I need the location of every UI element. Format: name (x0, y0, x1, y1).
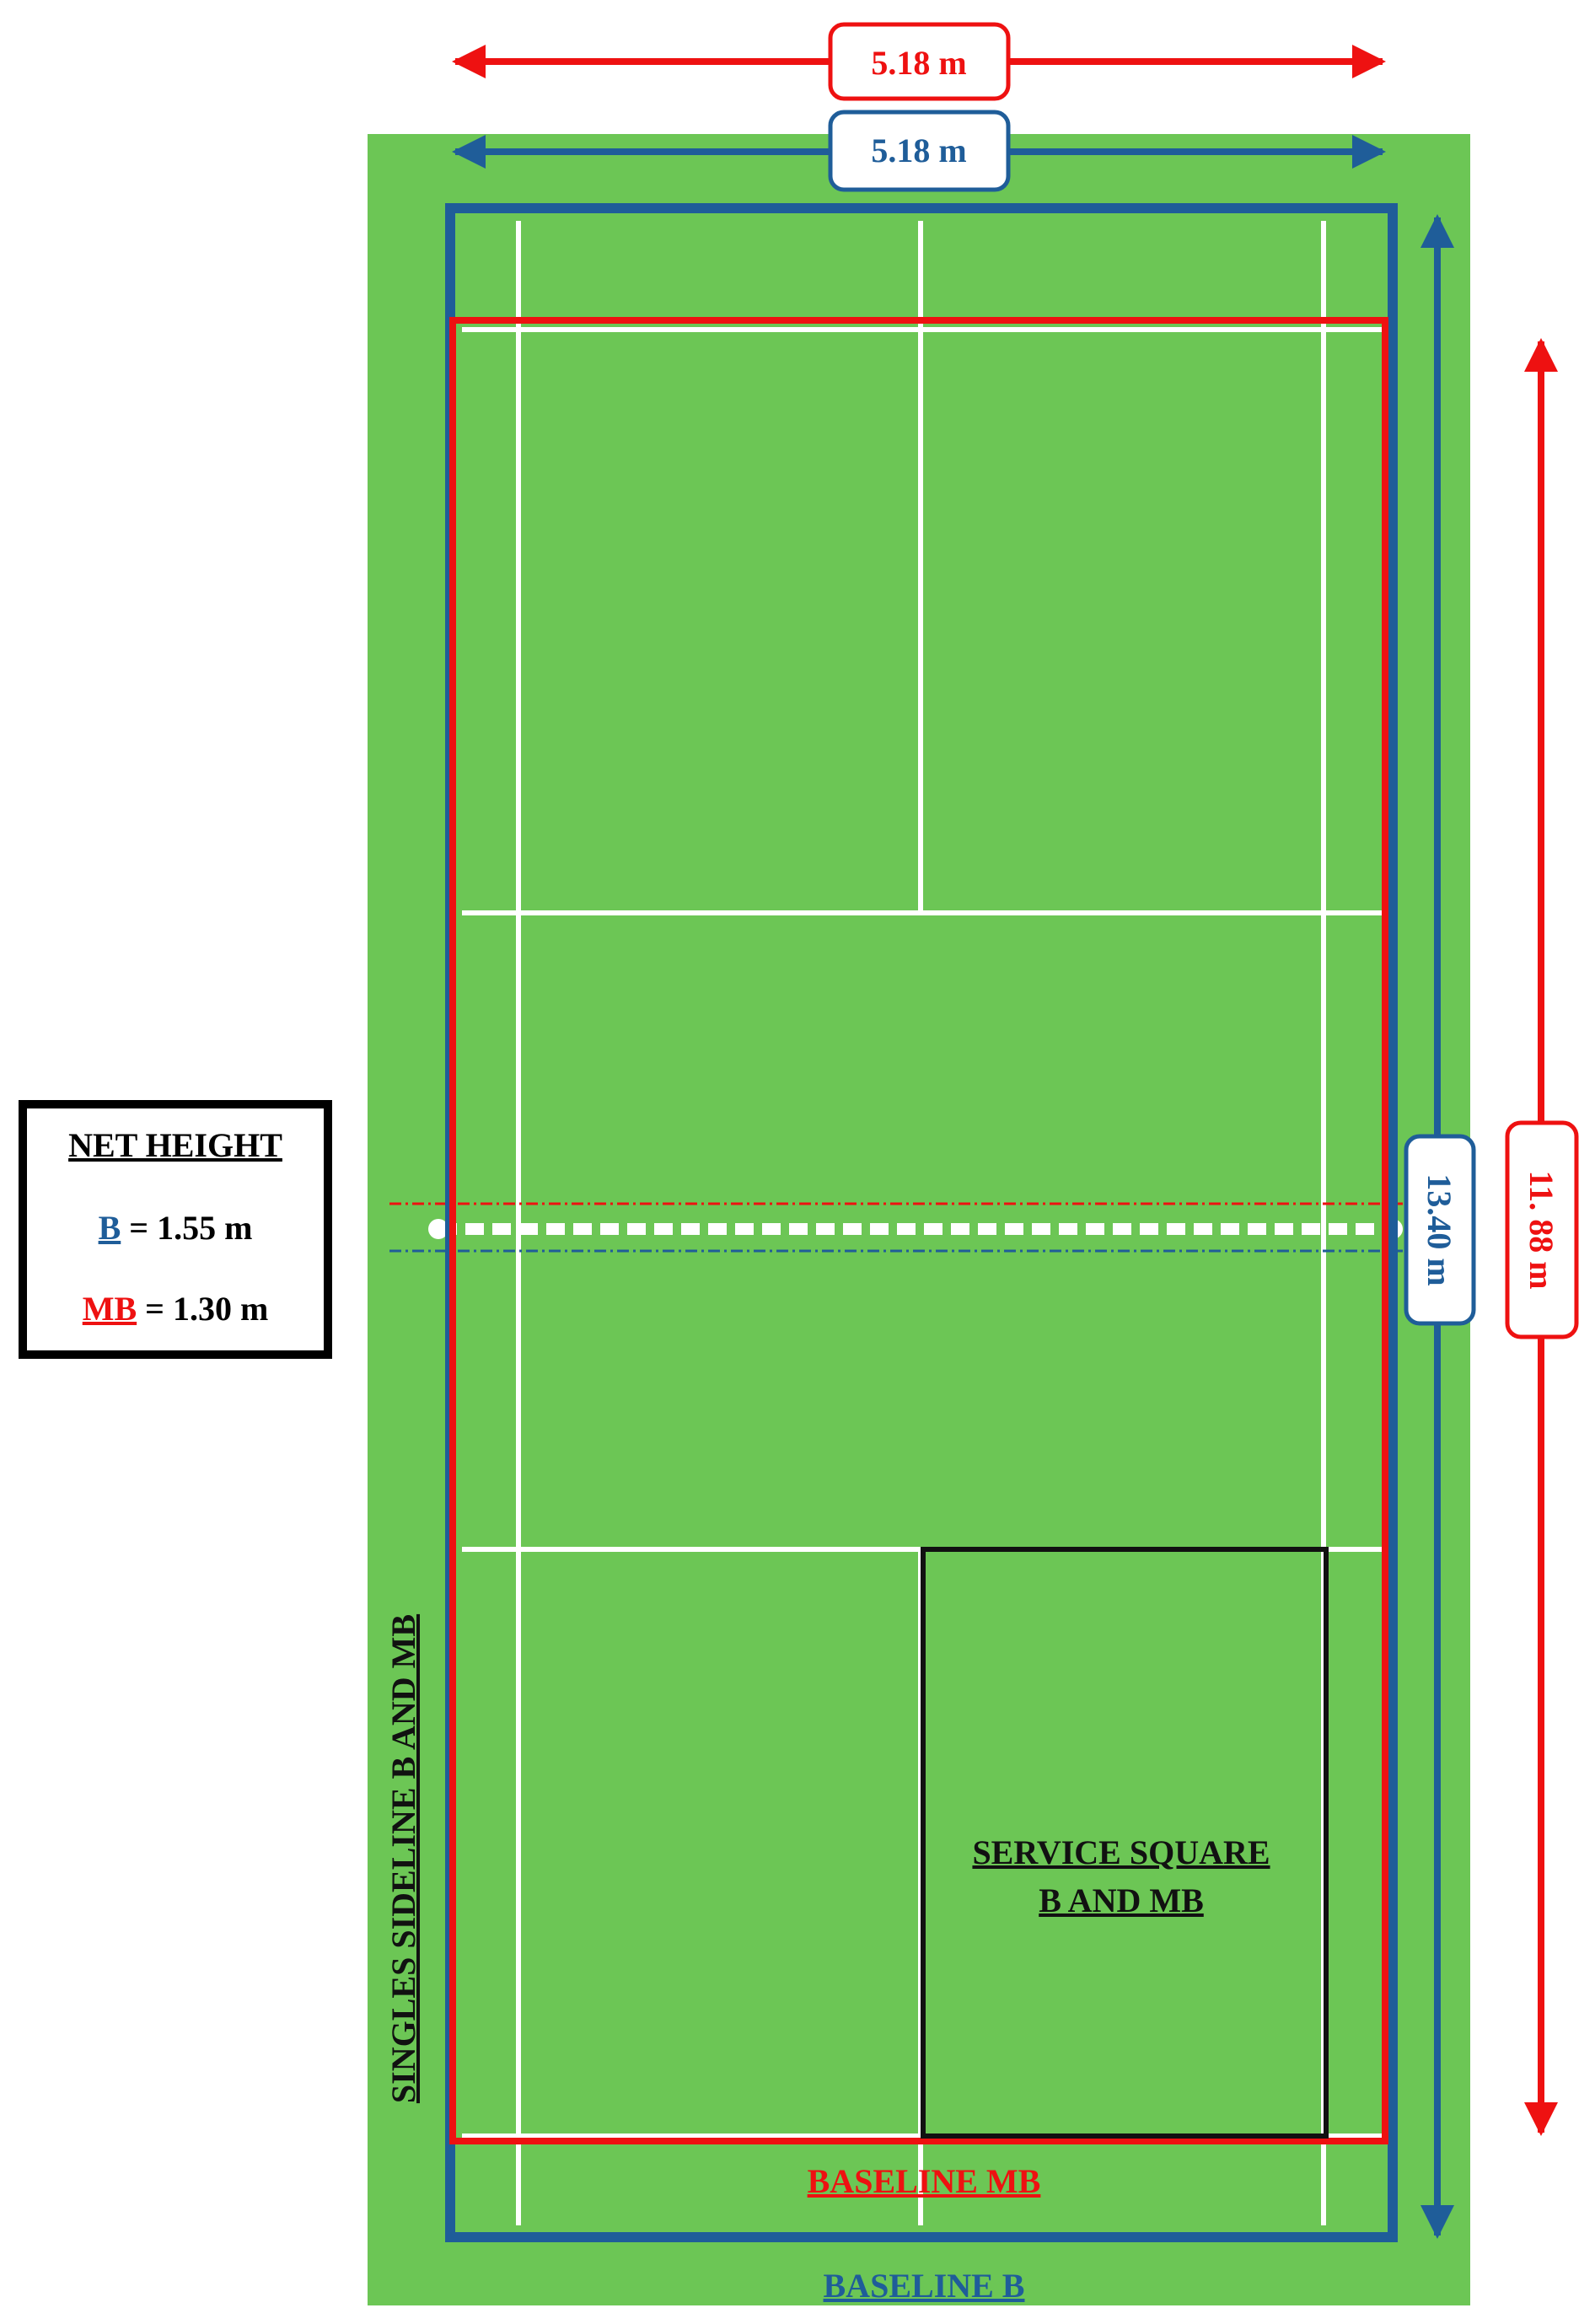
width-b-label: 5.18 m (871, 131, 966, 169)
net-height-mb-row: MB = 1.30 m (83, 1290, 269, 1328)
mb-court-boundary (449, 317, 1388, 2144)
net-height-mb-value: = 1.30 m (137, 1290, 268, 1328)
width-mb-label-box (828, 22, 1011, 101)
net-height-mb-key: MB (83, 1290, 137, 1328)
length-b-label-box (1404, 1134, 1476, 1326)
width-mb-label: 5.18 m (871, 44, 966, 82)
net-height-b-row: B = 1.55 m (99, 1209, 253, 1247)
length-mb-label: 11. 88 m (1522, 1170, 1560, 1289)
length-b-label: 13.40 m (1420, 1173, 1458, 1285)
net-post-left (428, 1219, 448, 1239)
net-height-b-key: B (99, 1209, 121, 1247)
service-square (921, 1547, 1329, 2139)
net-height-b-value: = 1.55 m (121, 1209, 252, 1247)
net-height-title: NET HEIGHT (68, 1126, 282, 1164)
service-square-label-line2: B AND MB (1039, 1881, 1204, 1919)
service-square-label-line1: SERVICE SQUARE (972, 1833, 1270, 1871)
width-b-label-box (828, 110, 1011, 192)
length-mb-label-box (1505, 1120, 1579, 1339)
singles-sideline-label: SINGLES SIDELINE B AND MB (384, 1614, 422, 2103)
baseline-b-label: BASELINE B (824, 2267, 1025, 2305)
net-height-box (19, 1100, 332, 1359)
baseline-mb-label: BASELINE MB (808, 2162, 1041, 2200)
